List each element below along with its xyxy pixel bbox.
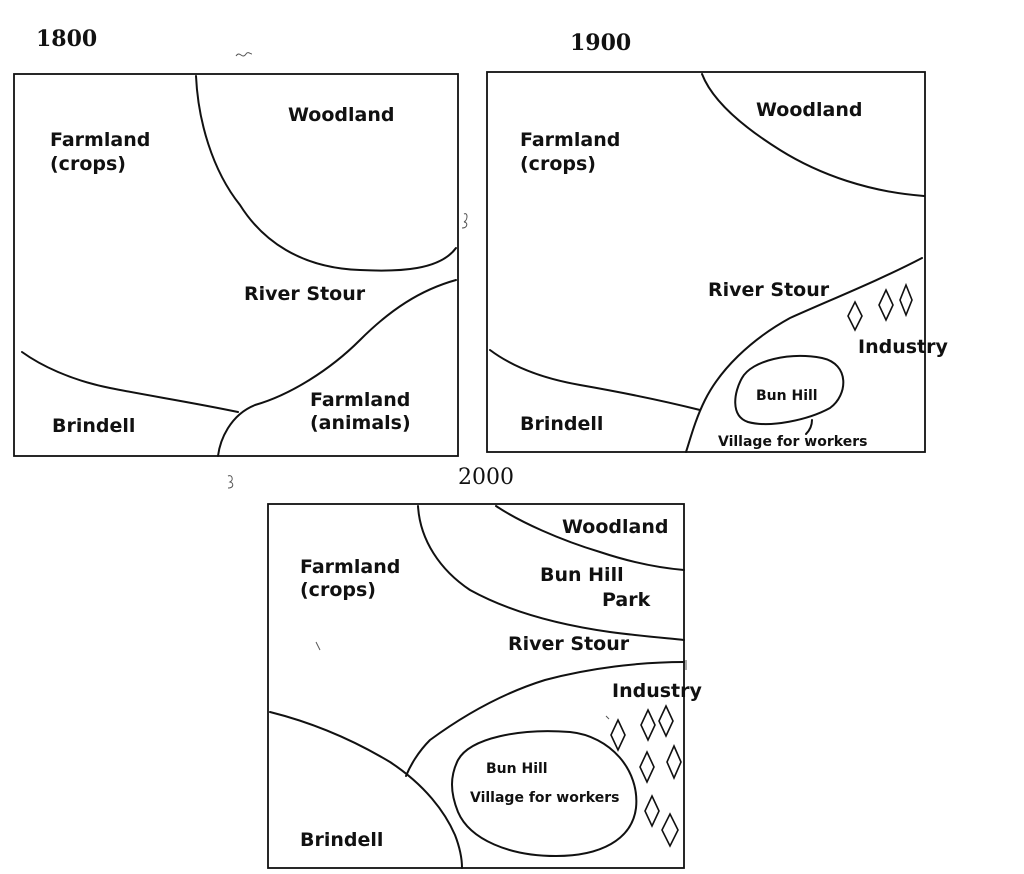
scan-mark: [461, 213, 468, 229]
diamond-icon: [639, 750, 655, 784]
farmland-animals-label-1800: Farmland: [310, 389, 410, 411]
woodland-boundary-1900: [701, 73, 925, 197]
diamond-icon: [899, 282, 913, 318]
diamond-icon: [658, 704, 674, 738]
bun-hill-label-2000: Bun Hill: [486, 761, 548, 777]
farmland-crops-sub-label-1900: (crops): [520, 153, 596, 175]
year-label-2000: 2000: [458, 465, 514, 490]
farmland-crops-label-1800: Farmland: [50, 129, 150, 151]
industry-symbols-2000: [610, 704, 682, 848]
scan-mark: [227, 475, 234, 489]
farmland-crops-sub-label-2000: (crops): [300, 579, 376, 601]
river-label-1800: River Stour: [244, 283, 366, 305]
diamond-icon: [640, 708, 656, 742]
brindell-boundary-1900: [489, 349, 701, 411]
park-boundary-2000: [417, 505, 685, 641]
farmland-animals-sub-label-1800: (animals): [310, 412, 411, 434]
woodland-label-1800: Woodland: [288, 104, 394, 126]
industry-label-1900: Industry: [858, 336, 948, 358]
map-frame-2000: [267, 503, 685, 869]
diamond-icon: [847, 300, 863, 332]
map-2000: 2000 Woodland Farmland (crops) Bun Hill …: [267, 465, 702, 869]
scan-mark: [315, 641, 321, 651]
year-label-1800: 1800: [36, 26, 97, 52]
woodland-boundary-1800: [195, 75, 457, 272]
river-label-1900: River Stour: [708, 279, 830, 301]
village-pointer-1900: [805, 419, 813, 435]
diamond-icon: [644, 794, 660, 828]
farmland-crops-label-1900: Farmland: [520, 129, 620, 151]
industry-symbols-1900: [847, 282, 913, 332]
village-label-1900: Village for workers: [718, 434, 867, 450]
industry-label-2000: Industry: [612, 680, 702, 702]
map-1900: 1900 Woodland Farmland (crops) River Sto…: [486, 30, 948, 453]
river-stour-2000: [405, 661, 685, 777]
village-label-2000: Village for workers: [470, 790, 619, 806]
woodland-label-1900: Woodland: [756, 99, 862, 121]
river-stour-1800: [217, 279, 457, 457]
woodland-label-2000: Woodland: [562, 516, 668, 538]
park-sub-label-2000: Park: [602, 589, 651, 611]
scan-mark: [605, 715, 610, 720]
bun-hill-label-1900: Bun Hill: [756, 388, 818, 404]
woodland-boundary-2000: [495, 505, 685, 571]
scan-mark: [235, 52, 253, 57]
diamond-icon: [661, 812, 679, 848]
farmland-crops-sub-label-1800: (crops): [50, 153, 126, 175]
diamond-icon: [610, 718, 626, 752]
brindell-boundary-2000: [269, 711, 463, 869]
map-1800: 1800 Woodland Farmland (crops) River Sto…: [13, 26, 468, 489]
map-frame-1900: [486, 71, 926, 453]
brindell-boundary-1800: [21, 351, 239, 413]
bun-hill-village-boundary-1900: [734, 355, 845, 425]
river-stour-1900: [685, 257, 923, 453]
brindell-label-1900: Brindell: [520, 413, 603, 435]
river-label-2000: River Stour: [508, 633, 630, 655]
map-frame-1800: [13, 73, 459, 457]
brindell-label-2000: Brindell: [300, 829, 383, 851]
year-label-1900: 1900: [570, 30, 631, 56]
diamond-icon: [878, 288, 894, 322]
brindell-label-1800: Brindell: [52, 415, 135, 437]
park-label-2000: Bun Hill: [540, 564, 624, 586]
farmland-crops-label-2000: Farmland: [300, 556, 400, 578]
bun-hill-village-boundary-2000: [451, 730, 638, 858]
diamond-icon: [666, 744, 682, 780]
